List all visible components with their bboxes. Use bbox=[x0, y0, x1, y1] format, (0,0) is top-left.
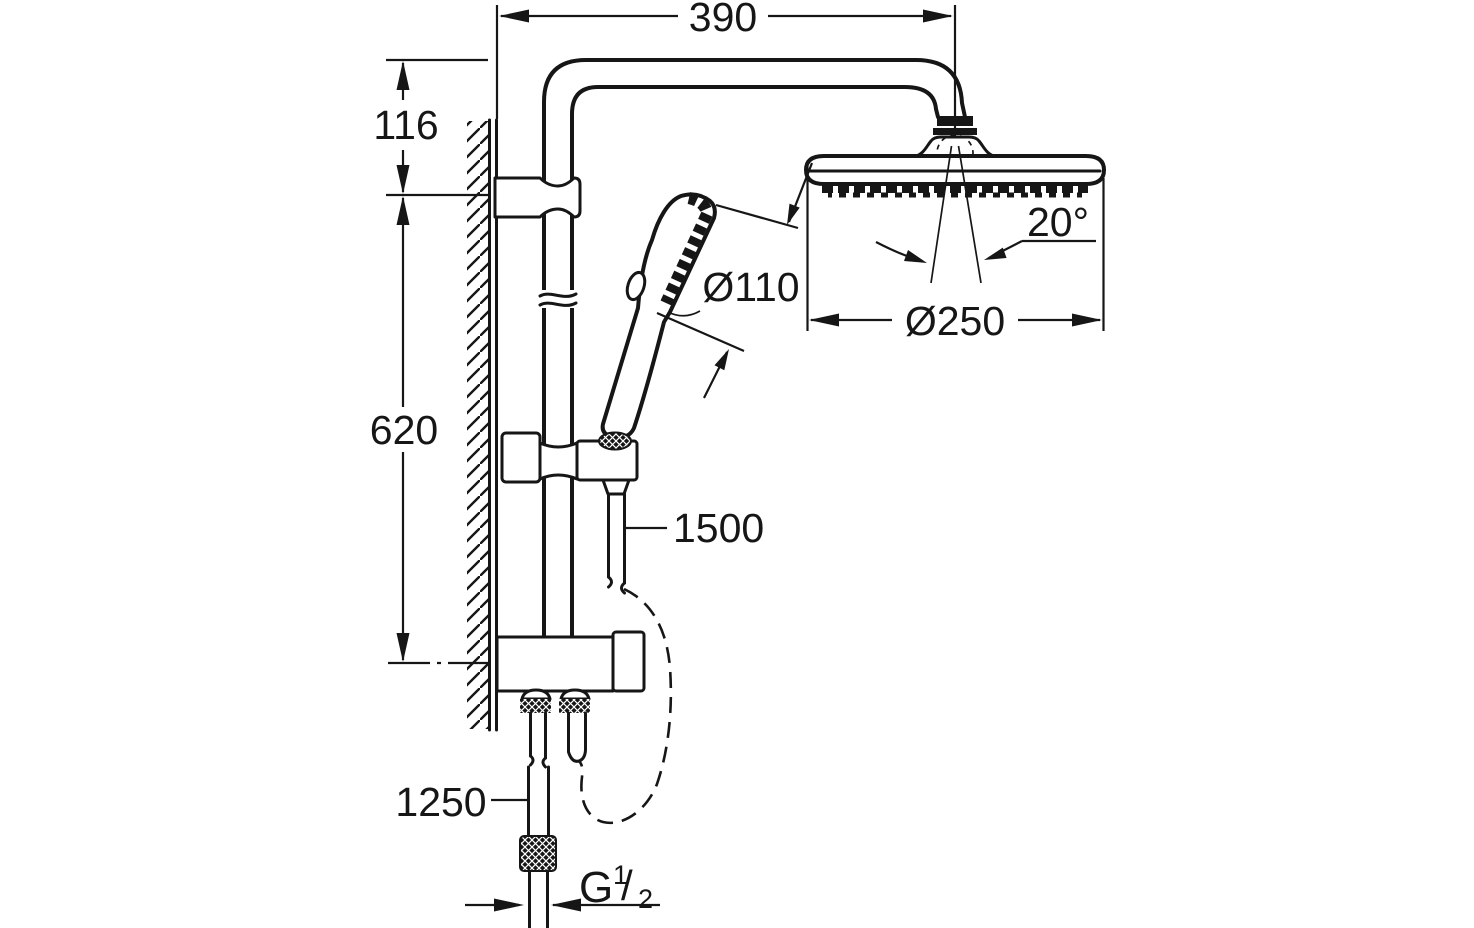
dimension-dia110-extension-upper bbox=[715, 203, 799, 230]
wall-hatch bbox=[467, 121, 488, 729]
dimension-390: 390 bbox=[495, 0, 953, 119]
dimension-dia250-arrow-left bbox=[809, 313, 839, 327]
union-nut-right-dome bbox=[559, 688, 591, 701]
pipe-outer-edge bbox=[542, 58, 967, 639]
connector-nut-band-upper bbox=[937, 116, 973, 126]
dimension-116: 116 bbox=[373, 58, 488, 197]
dimension-620-arrow-down bbox=[396, 633, 410, 662]
pipe-inner-edge bbox=[570, 85, 940, 639]
dimension-1500-label: 1500 bbox=[673, 505, 764, 551]
dimension-1250: 1250 bbox=[395, 779, 527, 825]
dimension-1500: 1500 bbox=[626, 505, 764, 551]
dimension-dia250-arrow-right bbox=[1072, 313, 1102, 327]
thread-g12-arrow-left bbox=[494, 898, 524, 912]
hose-connector-knurl bbox=[519, 835, 557, 872]
dimension-dia110-label: Ø110 bbox=[702, 264, 799, 310]
wall bbox=[467, 118, 498, 732]
outlet-pipe-left-break-1 bbox=[529, 754, 535, 767]
valve-body bbox=[495, 630, 646, 769]
dimension-20-arrow-left bbox=[904, 250, 927, 263]
dimension-dia110: Ø110 bbox=[656, 162, 814, 399]
shower-rail-pipe bbox=[542, 58, 967, 639]
dimension-dia110-arrow-lower bbox=[714, 349, 729, 371]
dimension-20-arrow-right bbox=[984, 247, 1007, 260]
thread-g12-denominator: 2 bbox=[638, 884, 653, 914]
head-shower bbox=[804, 116, 1106, 284]
thread-g12-arrow-right bbox=[551, 898, 581, 912]
hand-shower-spray-face bbox=[660, 192, 714, 306]
hand-shower-grip-nut bbox=[598, 431, 632, 451]
dimension-dia110-extension-lower bbox=[656, 311, 745, 353]
rail-break bbox=[538, 290, 578, 308]
dimension-620-label: 620 bbox=[370, 407, 438, 453]
hose-break-right bbox=[620, 581, 626, 595]
dimension-20-label: 20° bbox=[1027, 199, 1089, 245]
thread-g12-numerator: 1 bbox=[613, 860, 628, 890]
diverter-block bbox=[611, 630, 646, 693]
rail-break-line-lower bbox=[538, 301, 578, 307]
dimension-116-label: 116 bbox=[373, 102, 438, 148]
hand-shower-mode-button bbox=[625, 270, 647, 302]
supply-hose bbox=[519, 765, 557, 928]
union-nut-left-knurl bbox=[520, 699, 551, 713]
union-nut-right-knurl bbox=[559, 699, 590, 713]
valve-main-body bbox=[495, 635, 615, 693]
thread-g12-letter: G bbox=[579, 863, 613, 912]
ball-joint-dashed-circle bbox=[936, 134, 974, 172]
dimension-thread-g12: G 1 / 2 bbox=[465, 860, 660, 914]
outlet-pipe-right bbox=[567, 711, 587, 763]
dimension-116-arrow-down bbox=[396, 165, 410, 194]
hose-break-left bbox=[607, 575, 613, 589]
hose-dashed-loop bbox=[578, 587, 673, 825]
dimension-dia250-label: Ø250 bbox=[905, 298, 1005, 344]
outlet-pipe-left-break-2 bbox=[541, 756, 547, 769]
connector-nut-band-lower bbox=[933, 128, 977, 135]
dimension-dia110-arrow-upper bbox=[787, 203, 800, 225]
swivel-angle-line-left bbox=[930, 145, 953, 284]
dimension-620-arrow-up bbox=[396, 196, 410, 225]
slide-holder bbox=[500, 431, 639, 484]
wall-bracket bbox=[493, 176, 582, 219]
swivel-angle-line-right bbox=[957, 145, 982, 284]
dimension-620: 620 bbox=[370, 196, 497, 665]
shower-hose bbox=[578, 492, 673, 825]
dimension-1250-label: 1250 bbox=[395, 779, 486, 825]
slide-holder-clamp bbox=[538, 441, 579, 481]
hand-shower-face-rim bbox=[667, 310, 701, 317]
dimension-dia250: Ø250 bbox=[806, 162, 1105, 344]
dimension-390-arrow-left bbox=[499, 9, 529, 23]
dimension-390-arrow-right bbox=[923, 9, 953, 23]
dimension-116-arrow-up bbox=[396, 61, 410, 90]
slide-holder-knob bbox=[500, 431, 542, 484]
dimension-390-label: 390 bbox=[689, 0, 757, 40]
union-nut-left-dome bbox=[520, 688, 552, 701]
dimension-angle-20: 20° bbox=[875, 199, 1096, 263]
thread-g12-slash: / bbox=[621, 862, 633, 909]
rail-break-line-upper bbox=[538, 292, 578, 298]
ball-joint-mount bbox=[912, 135, 998, 159]
hose-cone bbox=[601, 478, 631, 496]
hand-shower bbox=[598, 192, 717, 496]
